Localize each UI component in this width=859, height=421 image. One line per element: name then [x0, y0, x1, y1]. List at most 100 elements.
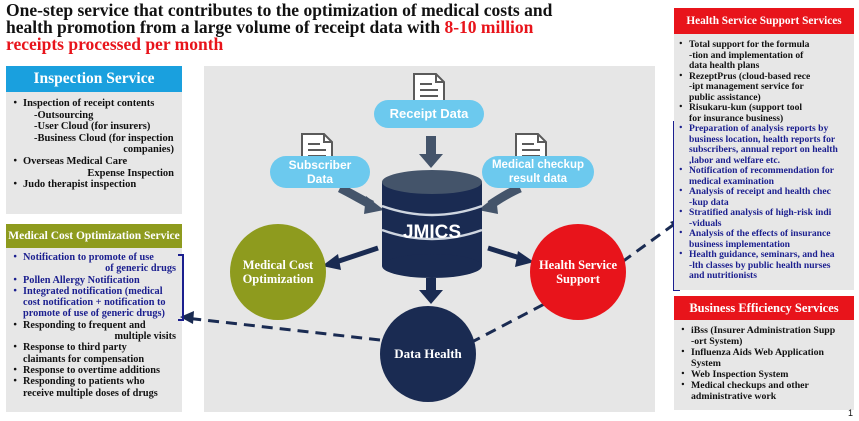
dashed-datahealth-head [180, 311, 194, 324]
list-item: Responding to patients who [10, 376, 180, 388]
list-item: claimants for compensation [23, 353, 145, 365]
list-item: -Business Cloud (for inspection [34, 132, 174, 144]
arrow-receipt-to-db [419, 136, 443, 168]
medical-cost-optimization-circle: Medical Cost Optimization [230, 224, 326, 320]
headline-line2-red: 8-10 million [444, 17, 534, 37]
business-panel: Business Efficiency Services iBss (Insur… [674, 296, 854, 410]
business-list: iBss (Insurer Administration Supp-ort Sy… [674, 320, 854, 402]
dashed-datahealth-to-medcost [185, 316, 381, 342]
list-item: -User Cloud (for insurers) [34, 121, 151, 133]
subscriber-label-line1: Subscriber [288, 158, 352, 172]
list-item: Web Inspection System [678, 369, 852, 380]
list-item: Judo therapist inspection [10, 179, 178, 191]
list-item: -lth classes by public health nurses [689, 259, 831, 271]
list-item: Stratified analysis of high-risk indi [676, 207, 852, 219]
list-item: System [691, 358, 721, 369]
list-item: Influenza Aids Web Application [678, 347, 852, 358]
checkup-data-bubble: Medical checkup result data [482, 156, 594, 188]
arrow-db-to-datahealth [419, 278, 443, 304]
receipt-data-label: Receipt Data [389, 106, 469, 121]
headline-line1: One-step service that contributes to the… [6, 0, 553, 20]
list-item: RezeptPrus (cloud-based rece [676, 71, 852, 83]
list-item: cost notification + notification to [23, 297, 166, 309]
datahealth-label: Data Health [394, 346, 462, 361]
list-item: business location, health reports for [689, 133, 836, 145]
list-item: Expense Inspection [87, 167, 174, 179]
medcost-panel: Medical Cost Optimization Service Notifi… [6, 224, 182, 412]
receipt-data-bubble: Receipt Data [374, 100, 484, 128]
inspection-panel: Inspection Service Inspection of receipt… [6, 66, 182, 214]
list-item: Total support for the formula [676, 39, 852, 51]
health-service-support-circle: Health Service Support [530, 224, 626, 320]
list-item: Response to overtime additions [10, 365, 180, 377]
list-item: Analysis of the effects of insurance [676, 228, 852, 240]
list-item: -ort System) [691, 336, 743, 347]
list-item: iBss (Insurer Administration Supp [678, 325, 852, 336]
list-item: companies) [123, 144, 174, 156]
list-item: Notification of recommendation for [676, 165, 852, 177]
arrow-db-to-medcost [335, 245, 379, 265]
list-item: -Outsourcing [34, 109, 94, 121]
list-item: ,labor and welfare etc. [689, 154, 781, 166]
health-support-panel: Health Service Support Services Total su… [674, 8, 854, 290]
list-item: Notification to promote of use [10, 252, 180, 264]
inspection-title: Inspection Service [6, 66, 182, 92]
list-item: subscribers, annual report on health [689, 144, 838, 155]
checkup-label-line1: Medical checkup [491, 159, 585, 171]
arrow-checkup-head [478, 196, 498, 214]
list-item: Overseas Medical Care [10, 156, 178, 168]
headline: One-step service that contributes to the… [6, 0, 646, 54]
list-item: Responding to frequent and [10, 320, 180, 332]
list-item: multiple visits [114, 331, 177, 343]
left-list-bracket [178, 254, 184, 321]
checkup-label-line2: result data [508, 173, 568, 185]
list-item: medical examination [689, 175, 775, 187]
page-number: 1 [848, 408, 854, 418]
health-support-title: Health Service Support Services [674, 8, 854, 34]
inspection-list: Inspection of receipt contents-Outsourci… [6, 92, 182, 191]
subscriber-label-line2: Data [306, 172, 333, 186]
list-item: Response to third party [10, 342, 180, 354]
arrow-db-to-medcost-head [322, 254, 341, 270]
arrow-subscriber-head [364, 196, 384, 214]
list-item: Health guidance, seminars, and hea [676, 249, 852, 261]
medcost-title: Medical Cost Optimization Service [6, 224, 182, 248]
list-item: of generic drugs [105, 263, 176, 275]
business-title: Business Efficiency Services [674, 296, 854, 320]
headline-line2-prefix: health promotion from a large volume of … [6, 17, 445, 37]
headline-line2: health promotion from a large volume of … [6, 17, 646, 37]
data-health-circle: Data Health [380, 306, 476, 402]
list-item: -ipt management service for [689, 81, 804, 92]
dashed-datahealth-to-health [469, 298, 553, 345]
list-item: receive multiple doses of drugs [23, 387, 158, 399]
headline-line3: receipts processed per month [6, 34, 224, 54]
list-item: promote of use of generic drugs) [23, 308, 165, 320]
health-circle-line1: Health Service [538, 258, 618, 272]
database-icon [381, 170, 483, 278]
list-item: Integrated notification (medical [10, 286, 180, 298]
list-item: Preparation of analysis reports by [676, 123, 852, 135]
list-item: for insurance business) [689, 112, 784, 124]
list-item: Inspection of receipt contents [10, 98, 178, 110]
list-item: and nutritionists [689, 270, 757, 281]
medcost-circle-line2: Optimization [242, 272, 314, 286]
list-item: data health plans [689, 60, 760, 71]
list-item: Pollen Allergy Notification [10, 275, 180, 287]
subscriber-data-bubble: Subscriber Data [270, 156, 370, 188]
list-item: -kup data [689, 196, 729, 208]
dashed-health-to-panel [621, 218, 681, 264]
health-support-list: Total support for the formula-tion and i… [674, 34, 854, 282]
list-item: -viduals [689, 217, 722, 229]
health-circle-line2: Support [556, 272, 600, 286]
medcost-circle-line1: Medical Cost [242, 258, 314, 272]
database-label: JMICS [402, 222, 462, 243]
list-item: -tion and implementation of [689, 49, 804, 61]
list-item: administrative work [691, 391, 777, 402]
list-item: Medical checkups and other [678, 380, 852, 391]
list-item: Risukaru-kun (support tool [676, 102, 852, 114]
list-item: public assistance) [689, 91, 761, 103]
arrow-db-to-health-head [515, 251, 534, 267]
list-item: Analysis of receipt and health chec [676, 186, 852, 198]
list-item: business implementation [689, 238, 791, 250]
